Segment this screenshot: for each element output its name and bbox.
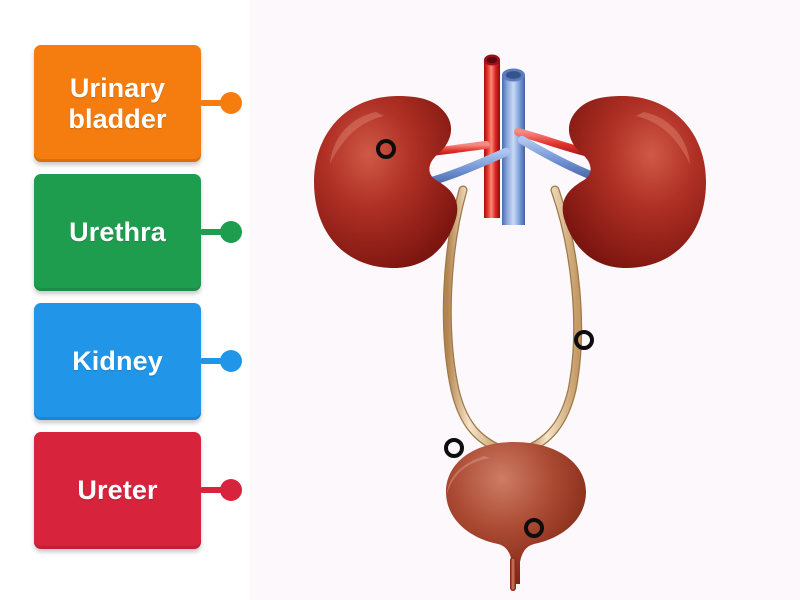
- connector-dot-urethra[interactable]: [220, 221, 242, 243]
- connector-dot-urinary-bladder[interactable]: [220, 92, 242, 114]
- connector-dot-kidney[interactable]: [220, 350, 242, 372]
- label-row-kidney: Kidney: [34, 303, 242, 420]
- connector-dot-ureter[interactable]: [220, 479, 242, 501]
- connector-line-ureter: [201, 487, 227, 493]
- marker-urethra[interactable]: [524, 518, 544, 538]
- connector-line-kidney: [201, 358, 227, 364]
- connector-line-urethra: [201, 229, 227, 235]
- diagram-panel: [250, 0, 800, 600]
- marker-bladder[interactable]: [444, 438, 464, 458]
- label-box-ureter[interactable]: Ureter: [34, 432, 201, 549]
- connector-line-urinary-bladder: [201, 100, 227, 106]
- urinary-system-illustration: [314, 54, 706, 591]
- label-column: Urinary bladder Urethra Kidney Ureter: [0, 0, 250, 600]
- label-box-urinary-bladder[interactable]: Urinary bladder: [34, 45, 201, 162]
- label-row-urethra: Urethra: [34, 174, 242, 291]
- marker-kidney[interactable]: [376, 139, 396, 159]
- label-box-urethra[interactable]: Urethra: [34, 174, 201, 291]
- label-row-ureter: Ureter: [34, 432, 242, 549]
- marker-ureter[interactable]: [574, 330, 594, 350]
- label-box-kidney[interactable]: Kidney: [34, 303, 201, 420]
- label-row-urinary-bladder: Urinary bladder: [34, 45, 242, 162]
